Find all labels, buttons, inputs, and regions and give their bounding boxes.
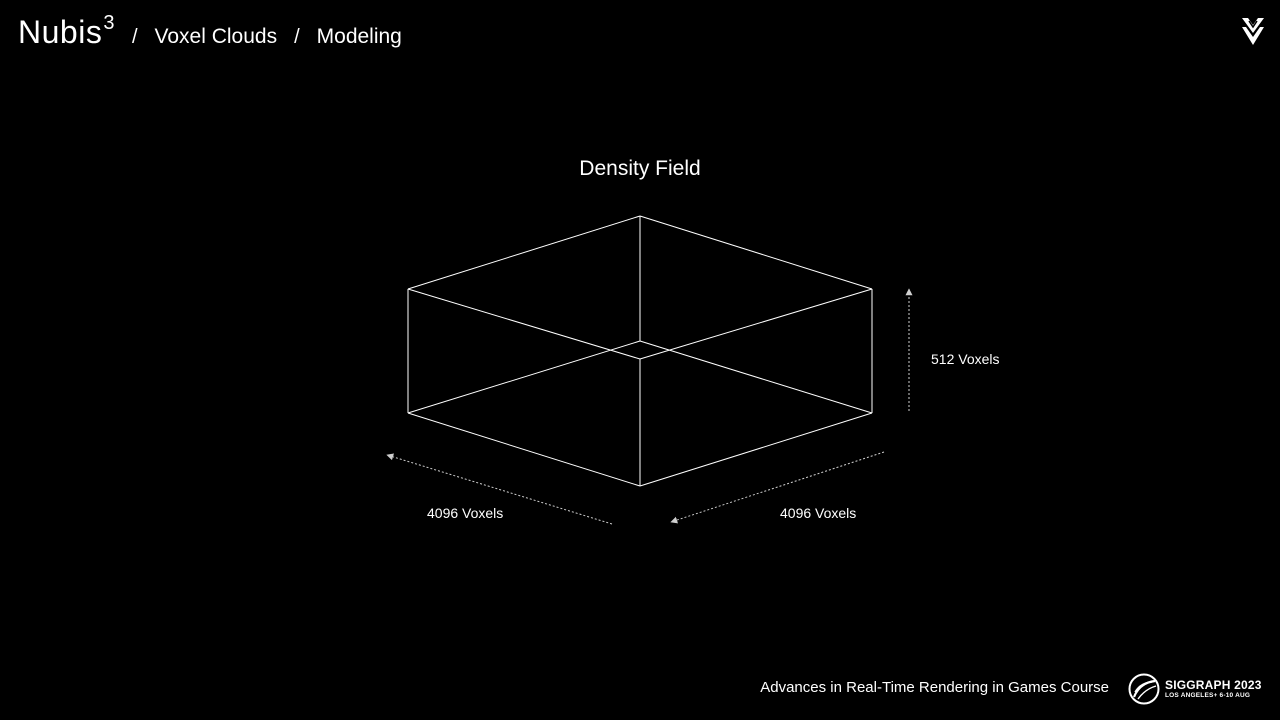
right-depth-dimension-label: 4096 Voxels (780, 505, 857, 521)
breadcrumb-separator: / (131, 26, 138, 48)
siggraph-logo-icon (1128, 673, 1160, 705)
height-dimension-label: 512 Voxels (931, 351, 1000, 367)
breadcrumb-item-voxel-clouds: Voxel Clouds (154, 25, 278, 48)
conference-details: LOS ANGELES+ 6-10 AUG (1165, 691, 1251, 699)
brand-superscript: 3 (103, 12, 115, 34)
breadcrumb: Nubis3 / Voxel Clouds / Modeling (18, 12, 402, 51)
course-title: Advances in Real-Time Rendering in Games… (760, 679, 1109, 696)
brand-title: Nubis3 (18, 12, 115, 51)
box-edge (407, 288, 641, 360)
breadcrumb-item-modeling: Modeling (316, 25, 402, 48)
box-edge (639, 412, 873, 487)
conference-wordmark: SIGGRAPH 2023 LOS ANGELES+ 6-10 AUG (1165, 679, 1262, 700)
conference-logo: SIGGRAPH 2023 LOS ANGELES+ 6-10 AUG (1128, 672, 1263, 706)
conference-name: SIGGRAPH 2023 (1165, 677, 1262, 692)
box-edge (407, 340, 641, 414)
left-width-dimension-label: 4096 Voxels (427, 505, 504, 521)
box-edge (639, 215, 873, 290)
box-edge (639, 288, 873, 360)
brand-name: Nubis (18, 14, 103, 50)
box-edge (407, 412, 641, 487)
diagram-title: Density Field (579, 157, 701, 180)
box-edge (639, 340, 873, 414)
studio-logo-icon (1242, 18, 1264, 45)
breadcrumb-separator: / (294, 26, 300, 48)
left-width-dimension-arrow (386, 453, 613, 525)
box-edge (407, 215, 641, 290)
right-depth-dimension-arrow (670, 451, 885, 524)
